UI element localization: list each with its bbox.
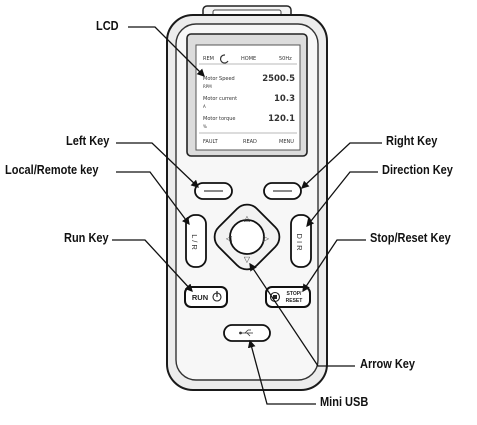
callout-stop-reset-key: Stop/Reset Key [370, 231, 451, 245]
callout-direction-key: Direction Key [382, 163, 453, 177]
callout-local-remote-key: Local/Remote key [5, 163, 99, 177]
callout-left-key: Left Key [66, 134, 110, 148]
stop-key-label-line1: STOP/ [287, 291, 303, 297]
lcd-footer-mid: READ [243, 139, 257, 145]
lcd-content: REM HOME 50Hz Motor Speed 2500.5 RPM Mot… [199, 54, 297, 145]
down-arrow-key[interactable]: ▽ [244, 255, 251, 264]
right-key[interactable] [263, 182, 302, 200]
lcd-footer-left: FAULT [203, 139, 219, 145]
usb-icon [239, 329, 253, 337]
left-key[interactable] [194, 182, 233, 200]
callout-mini-usb: Mini USB [320, 395, 369, 409]
local-remote-key-label: L / R [190, 234, 199, 250]
stop-reset-key[interactable]: STOP/ RESET [265, 286, 311, 308]
lcd-header-right: 50Hz [279, 56, 292, 62]
lcd-footer-right: MENU [279, 139, 294, 145]
lcd-screen [195, 44, 301, 151]
leader-mini-usb [247, 339, 316, 405]
leader-run [112, 239, 193, 292]
callout-lcd: LCD [96, 19, 119, 33]
refresh-icon [219, 54, 229, 64]
direction-key-label: D I R [295, 233, 304, 251]
left-arrow-key[interactable]: ◁ [226, 234, 233, 243]
lcd-row1-value: 2500.5 [262, 74, 295, 84]
direction-key[interactable]: D I R [290, 214, 312, 268]
leader-left-key [116, 142, 199, 188]
leader-stop-reset [302, 239, 366, 293]
power-icon [212, 291, 222, 302]
right-arrow-key[interactable]: ▷ [263, 234, 270, 243]
callout-arrow-key: Arrow Key [360, 357, 416, 371]
lcd-row1-unit: RPM [203, 84, 212, 89]
local-remote-key[interactable]: L / R [185, 214, 207, 268]
leader-arrow-key [249, 262, 355, 367]
arrow-pad-center[interactable] [229, 219, 265, 255]
mini-usb-port[interactable] [223, 324, 271, 342]
leader-direction [306, 171, 378, 228]
leader-local-remote [116, 171, 190, 226]
run-key-label: RUN [192, 293, 208, 302]
lcd-row3-value: 120.1 [268, 114, 295, 124]
arrow-pad: △ ▽ ◁ ▷ [213, 203, 281, 271]
up-arrow-key[interactable]: △ [244, 214, 251, 223]
run-key[interactable]: RUN [184, 286, 228, 308]
lcd-row3-label: Motor torque [203, 116, 235, 122]
lcd-row2-label: Motor current [203, 96, 237, 102]
callout-right-key: Right Key [386, 134, 438, 148]
leader-right-key [301, 142, 382, 189]
lcd-row1-label: Motor Speed [203, 76, 235, 82]
leader-lines [112, 26, 382, 405]
lcd-header-mid: HOME [241, 56, 256, 62]
lcd-header-left: REM [203, 56, 214, 62]
lcd-row2-value: 10.3 [274, 94, 295, 104]
leader-lcd [128, 26, 205, 77]
lcd-row2-unit: A [203, 104, 206, 109]
lcd-row3-unit: % [203, 124, 207, 129]
stop-key-label-line2: RESET [286, 298, 303, 304]
callout-run-key: Run Key [64, 231, 109, 245]
